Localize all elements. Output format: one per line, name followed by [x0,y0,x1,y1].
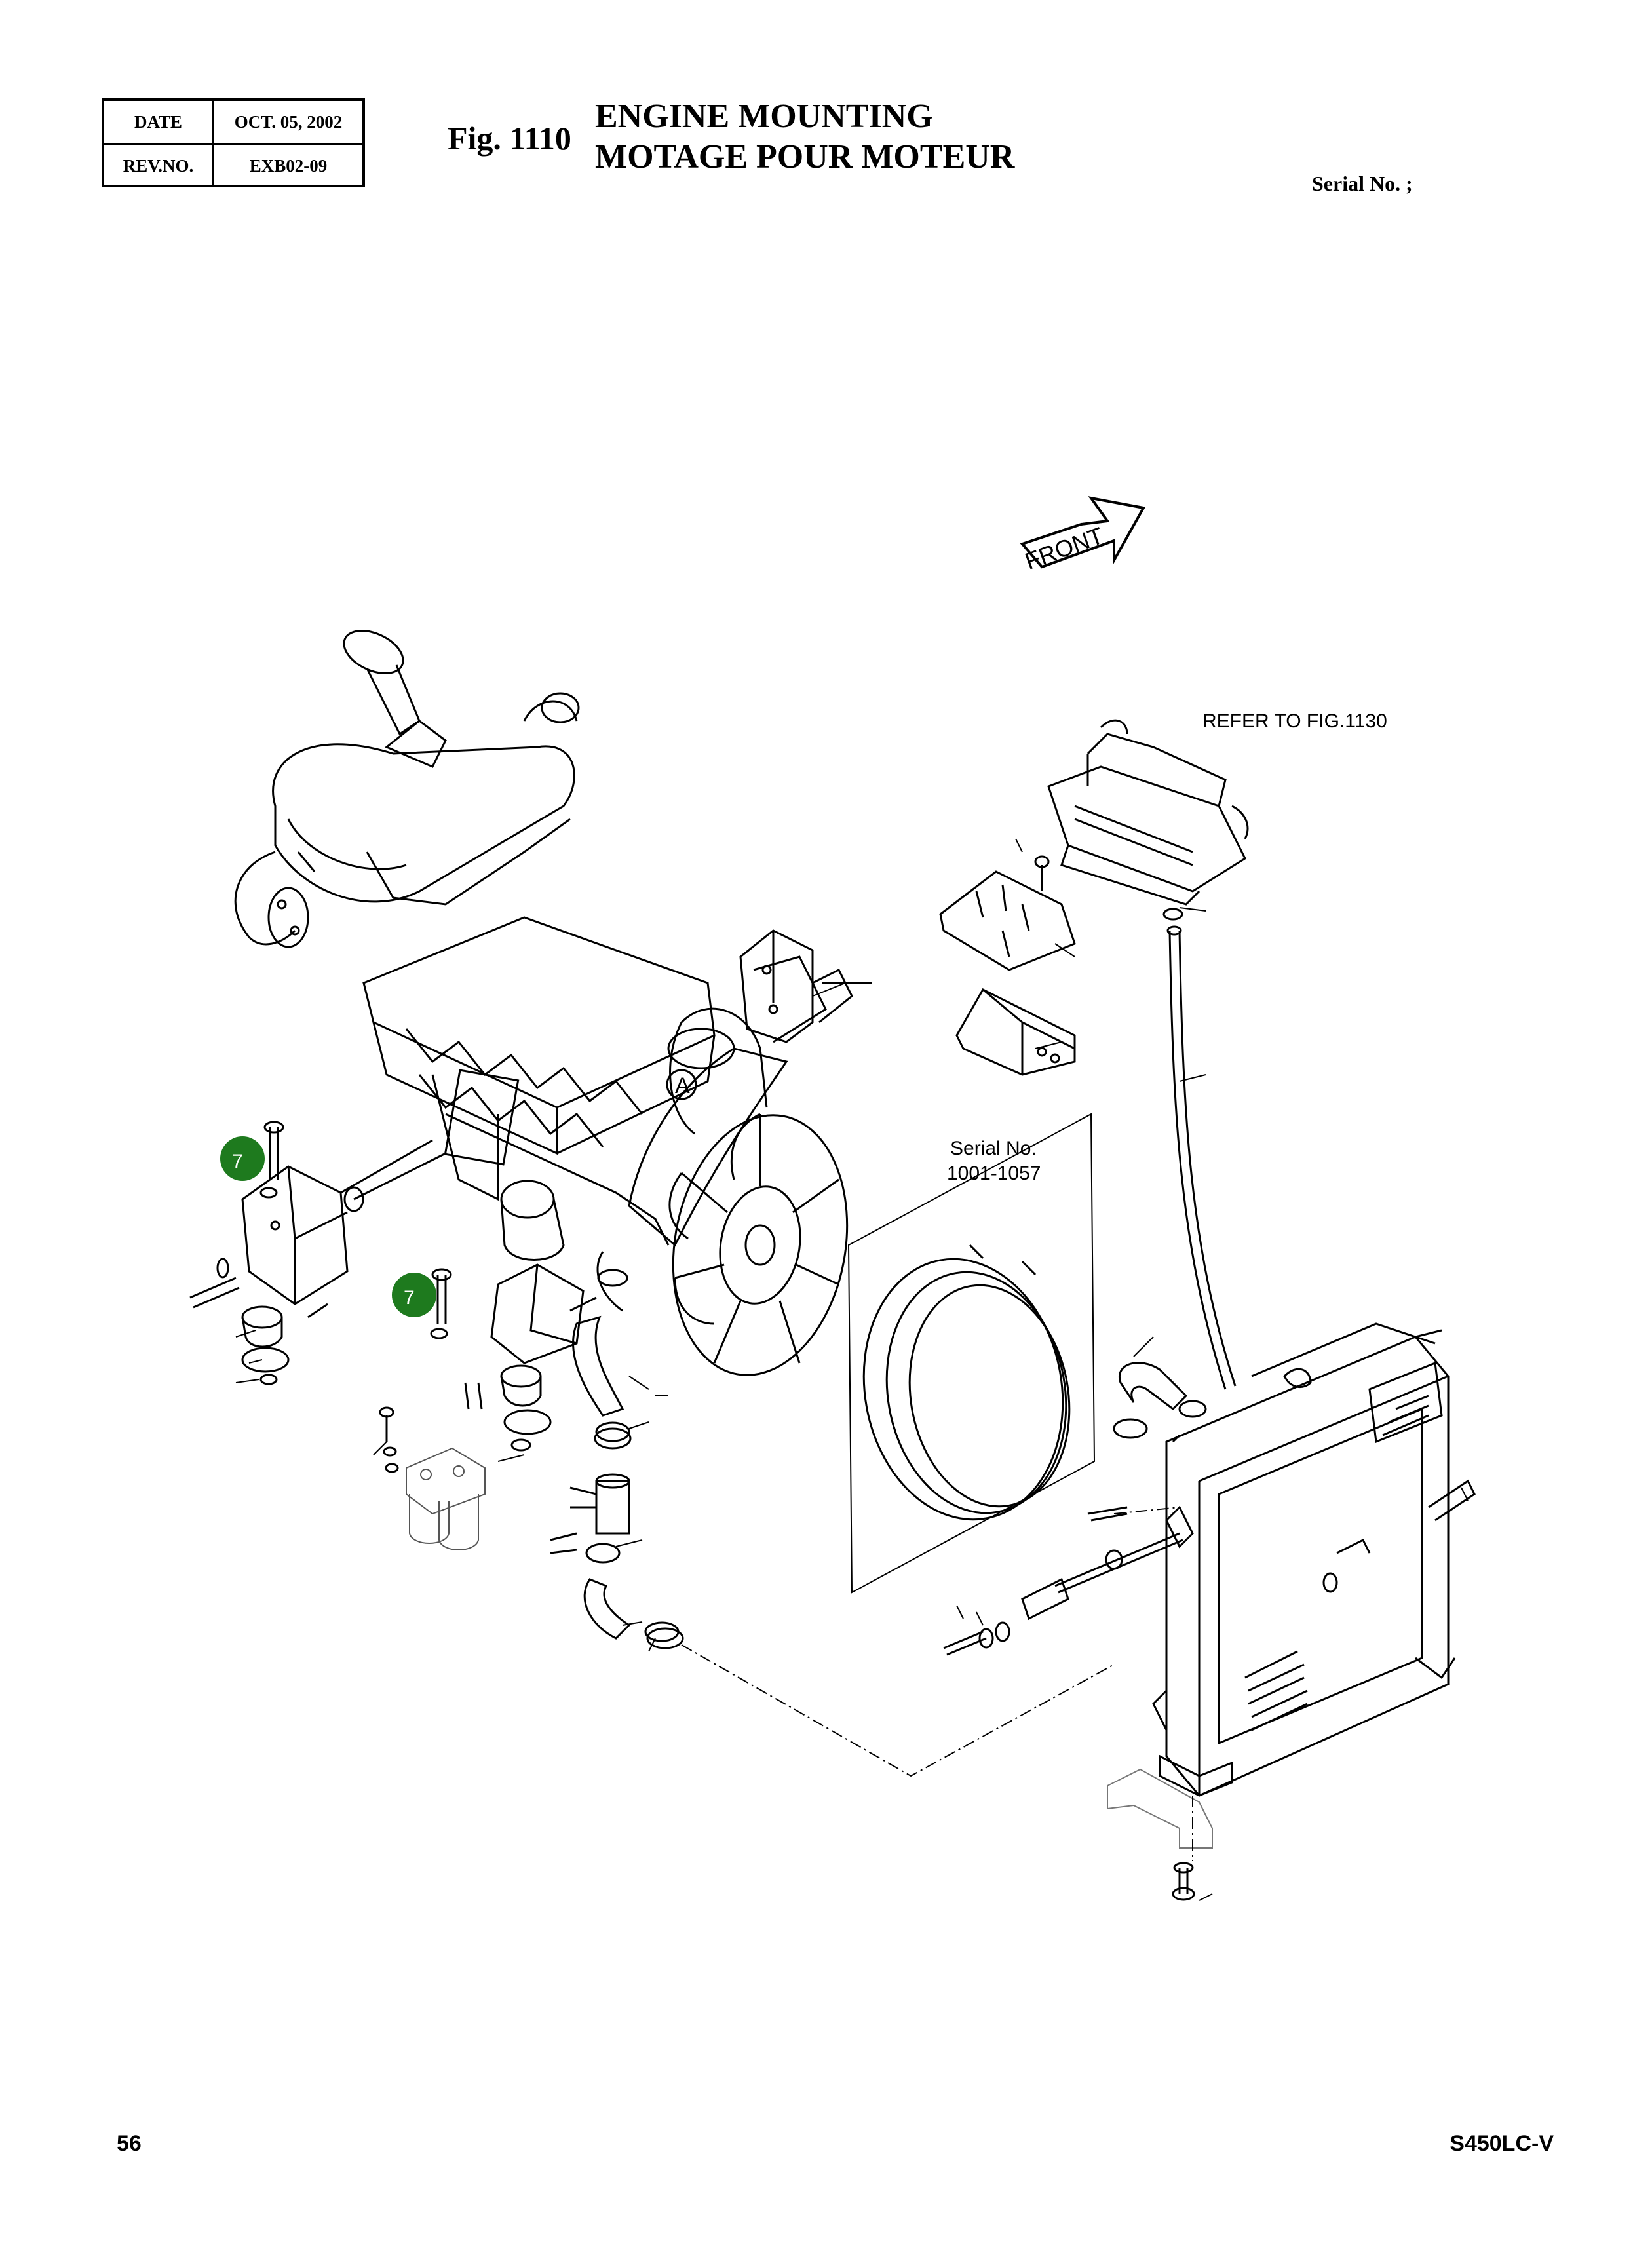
coolant-hoses [550,1251,684,1649]
date-value: OCT. 05, 2002 [234,111,343,132]
date-row: DATE OCT. 05, 2002 [104,101,362,143]
callout-a: A [666,1069,697,1100]
model-name: S450LC-V [1450,2131,1554,2156]
cooling-fan [668,1113,849,1376]
fan-shroud-ring [862,1244,1071,1521]
overflow-hose [1166,925,1237,1390]
title-french: MOTAGE POUR MOTEUR [595,138,1015,176]
revision-value: EXB02-09 [249,155,328,176]
radiator-lower-bracket [1107,1768,1213,1849]
fuel-filter-bolts [379,1406,399,1473]
date-label: DATE [104,101,214,143]
figure-number: Fig. 1110 [448,120,571,157]
callout-a-label: A [675,1073,690,1098]
front-arrow: FRONT [1020,496,1146,575]
fuel-filter-assembly [406,1447,486,1550]
serial-number-label: Serial No. ; [1312,172,1413,195]
engine-block [362,916,827,1246]
title-english: ENGINE MOUNTING [595,98,933,135]
dash-dot-leader-lines [681,1507,1193,1861]
callout-7-left-label: 7 [232,1151,243,1172]
oil-filter [500,1180,565,1261]
left-mount-bolt [259,1121,284,1199]
serial-inset-box: Serial No. 1001-1057 [847,1113,1096,1594]
revision-table: DATE OCT. 05, 2002 REV.NO. EXB02-09 [102,98,365,187]
callout-7-center-label: 7 [404,1287,415,1309]
left-mount-bracket [241,1139,446,1305]
center-mount-bolt [430,1268,452,1339]
tank-bracket-plate [939,855,1076,971]
radiator-stay-rod [943,1505,1194,1656]
muffler-assembly [234,630,580,948]
left-rubber-mounts [189,1258,328,1385]
radiator [1152,1322,1476,1797]
radiator-lower-bolt [1172,1862,1195,1901]
page-number: 56 [117,2131,142,2156]
refer-label: REFER TO FIG.1130 [1202,710,1387,732]
engine-rear-bracket [739,929,872,1043]
leader-lines [235,838,1469,1901]
callout-7-left[interactable]: 7 [220,1136,265,1181]
callout-7-center[interactable]: 7 [392,1273,436,1317]
fan-belt [628,1028,788,1247]
expansion-tank: REFER TO FIG.1130 [1047,710,1387,921]
tank-support-bracket [955,988,1076,1076]
radiator-upper-hose [1113,1362,1207,1439]
serial-inset-label: Serial No. [950,1138,1037,1159]
center-mount-bracket [464,1263,597,1452]
revision-row: REV.NO. EXB02-09 [104,143,362,187]
revision-label: REV.NO. [104,145,214,187]
serial-inset-range: 1001-1057 [947,1163,1041,1184]
